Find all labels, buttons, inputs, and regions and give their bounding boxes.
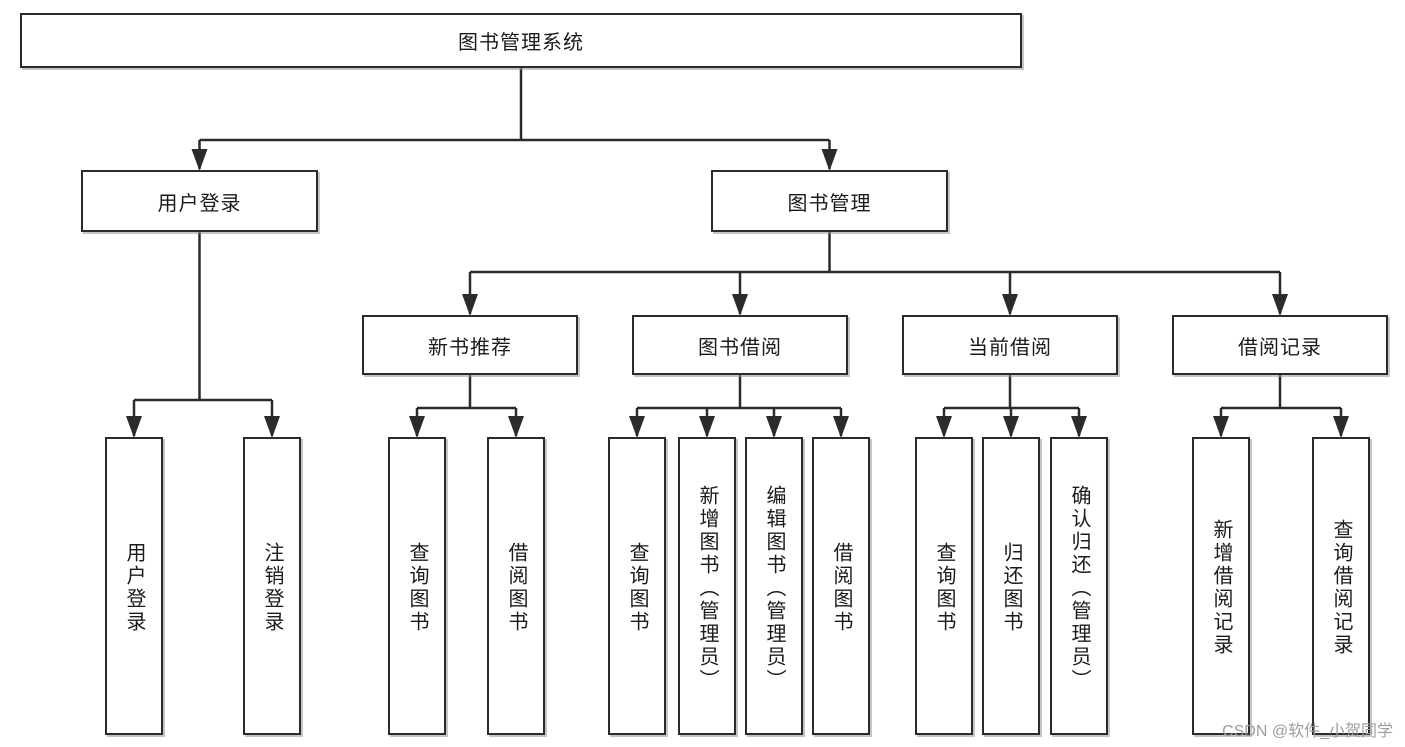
node-user-login[interactable]: 用户登录 [81,170,318,232]
leaf-query-books-borrowing-label: 查询图书 [626,542,648,634]
leaf-add-borrow-record[interactable]: 新增借阅记录 [1192,437,1250,735]
node-current-borrowing[interactable]: 当前借阅 [902,315,1118,375]
node-new-book-recommendation[interactable]: 新书推荐 [362,315,578,375]
leaf-borrow-books-recommendation-label: 借阅图书 [505,542,527,634]
leaf-user-login-label: 用户登录 [123,542,145,634]
leaf-borrow-books-borrowing[interactable]: 借阅图书 [812,437,870,735]
leaf-user-logout[interactable]: 注销登录 [243,437,301,735]
node-borrow-records[interactable]: 借阅记录 [1172,315,1388,375]
leaf-confirm-return-admin-label: 确认归还（管理员） [1068,484,1090,692]
leaf-borrow-books-recommendation[interactable]: 借阅图书 [487,437,545,735]
leaf-query-books-recommendation-label: 查询图书 [406,542,428,634]
leaf-add-book-admin[interactable]: 新增图书（管理员） [678,437,736,735]
leaf-query-borrow-record[interactable]: 查询借阅记录 [1312,437,1370,735]
leaf-edit-book-admin-label: 编辑图书（管理员） [763,484,785,692]
node-borrow-records-label: 借阅记录 [1238,336,1322,359]
node-current-borrowing-label: 当前借阅 [968,336,1052,359]
watermark: CSDN @软件_小贺同学 [1222,723,1393,740]
leaf-user-logout-label: 注销登录 [261,542,283,634]
leaf-query-books-current-label: 查询图书 [933,542,955,634]
leaf-return-books-label: 归还图书 [1000,542,1022,634]
node-user-login-label: 用户登录 [157,192,242,215]
node-root[interactable]: 图书管理系统 [20,13,1022,68]
node-book-borrowing[interactable]: 图书借阅 [632,315,848,375]
leaf-query-books-recommendation[interactable]: 查询图书 [388,437,446,735]
leaf-query-books-borrowing[interactable]: 查询图书 [608,437,666,735]
node-new-book-recommendation-label: 新书推荐 [428,336,512,359]
leaf-add-book-admin-label: 新增图书（管理员） [696,484,718,692]
leaf-add-borrow-record-label: 新增借阅记录 [1210,519,1232,657]
leaf-user-login[interactable]: 用户登录 [105,437,163,735]
node-book-management[interactable]: 图书管理 [711,170,948,232]
node-root-label: 图书管理系统 [458,32,584,54]
leaf-query-borrow-record-label: 查询借阅记录 [1330,519,1352,657]
leaf-confirm-return-admin[interactable]: 确认归还（管理员） [1050,437,1108,735]
leaf-borrow-books-borrowing-label: 借阅图书 [830,542,852,634]
leaf-return-books[interactable]: 归还图书 [982,437,1040,735]
leaf-edit-book-admin[interactable]: 编辑图书（管理员） [745,437,803,735]
leaf-query-books-current[interactable]: 查询图书 [915,437,973,735]
node-book-management-label: 图书管理 [787,192,872,215]
node-book-borrowing-label: 图书借阅 [698,336,782,359]
